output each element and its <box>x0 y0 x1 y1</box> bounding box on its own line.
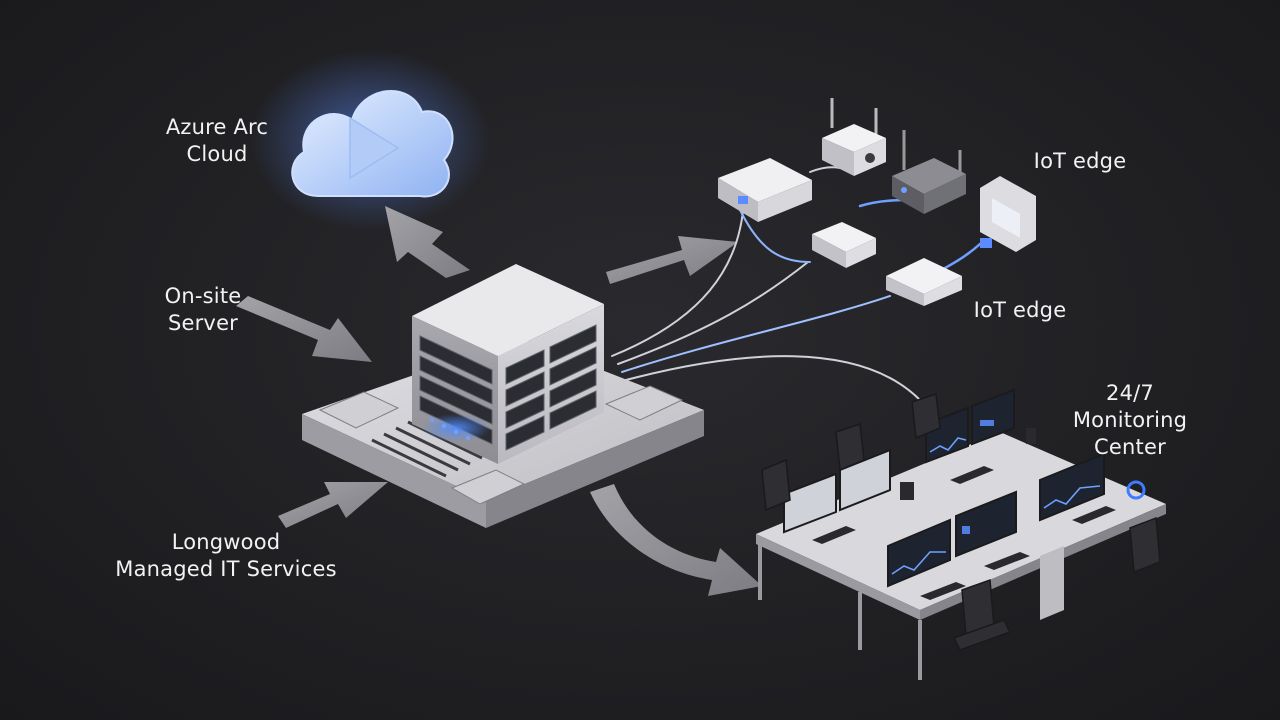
label-azure-arc-cloud: Azure Arc Cloud <box>132 114 302 168</box>
label-line: Managed IT Services <box>115 557 337 581</box>
server-rack-icon <box>412 264 604 464</box>
label-line: On-site <box>164 284 242 308</box>
iot-device-switch <box>718 158 812 222</box>
label-line: Azure Arc <box>165 115 269 139</box>
iot-device-gateway <box>822 98 886 176</box>
arrow-server-to-iot <box>606 236 738 284</box>
iot-device-edge-box <box>886 258 962 306</box>
label-line: Monitoring <box>1072 408 1188 432</box>
iot-device-router <box>892 130 966 214</box>
network-cables <box>611 166 982 401</box>
arrow-msp-to-server <box>278 482 388 528</box>
label-line: IoT edge <box>1033 149 1127 173</box>
play-triangle-icon <box>349 116 400 180</box>
label-iot-edge-top: IoT edge <box>1010 148 1150 175</box>
label-monitoring-center: 24/7 Monitoring Center <box>1050 380 1210 461</box>
label-managed-it-services: Longwood Managed IT Services <box>96 529 356 583</box>
arrow-server-to-monitoring <box>590 484 762 596</box>
label-line: 24/7 <box>1106 381 1154 405</box>
label-iot-edge-bottom: IoT edge <box>950 297 1090 324</box>
iot-device-sensor <box>980 176 1036 252</box>
azure-arc-cloud-icon <box>250 50 490 230</box>
label-line: Cloud <box>186 142 248 166</box>
arrow-server-to-cloud <box>385 206 470 278</box>
iot-device-hub <box>812 222 876 268</box>
headset-icon <box>1126 480 1146 500</box>
status-glow <box>422 414 490 442</box>
label-on-site-server: On-site Server <box>118 283 288 337</box>
label-line: IoT edge <box>973 298 1067 322</box>
label-line: Server <box>167 311 239 335</box>
monitoring-center <box>756 388 1166 680</box>
label-line: Center <box>1094 435 1166 459</box>
label-line: Longwood <box>171 530 281 554</box>
arrow-server-label-to-server <box>236 296 372 362</box>
